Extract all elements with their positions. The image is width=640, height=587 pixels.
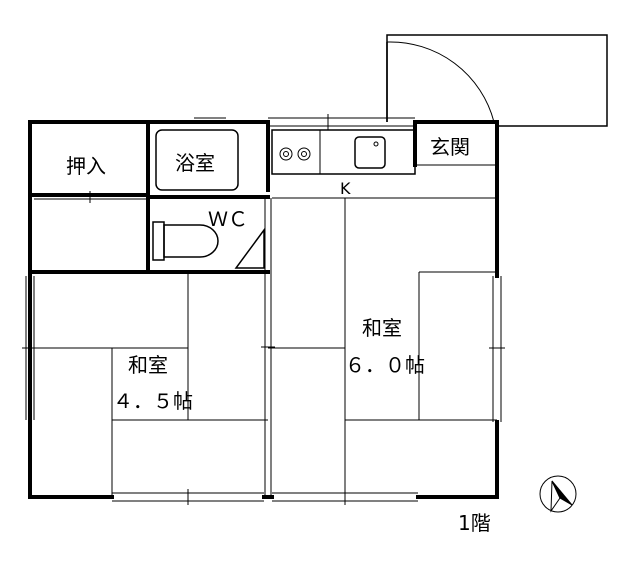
east-window	[489, 276, 505, 422]
genkan-label: 玄関	[430, 135, 470, 159]
south-windows	[112, 489, 418, 505]
washitsu-small-size: ４．５帖	[113, 389, 193, 413]
oshiire-label: 押入	[66, 154, 106, 178]
kitchen-label: K	[340, 179, 351, 198]
washitsu-large-size: ６．０帖	[345, 353, 425, 377]
north-arrow-icon	[539, 475, 577, 513]
sink-icon	[354, 136, 386, 169]
toilet-icon	[152, 221, 219, 261]
washitsu-small-name: 和室	[128, 353, 168, 377]
toilet-door[interactable]	[234, 227, 265, 269]
inner-walls	[28, 120, 270, 274]
west-window	[22, 276, 38, 420]
gas-stove-icon	[279, 147, 311, 161]
toilet-label: ＷＣ	[208, 207, 248, 231]
bathroom	[155, 117, 239, 191]
entrance-door-swing-icon	[386, 41, 495, 123]
washitsu-small-tatami	[34, 272, 268, 497]
washitsu-large-name: 和室	[362, 316, 402, 340]
kitchen	[271, 129, 495, 199]
outer-walls	[28, 120, 499, 499]
toilet-area	[152, 221, 265, 269]
washitsu-large-tatami	[268, 198, 497, 497]
kitchen-counter	[271, 129, 416, 175]
bathtub	[155, 129, 239, 191]
fusuma-partition[interactable]	[261, 198, 275, 497]
kitchen-window	[268, 114, 415, 130]
bath-label: 浴室	[175, 151, 215, 175]
floor-label: 1階	[458, 511, 491, 535]
porch	[386, 34, 608, 127]
